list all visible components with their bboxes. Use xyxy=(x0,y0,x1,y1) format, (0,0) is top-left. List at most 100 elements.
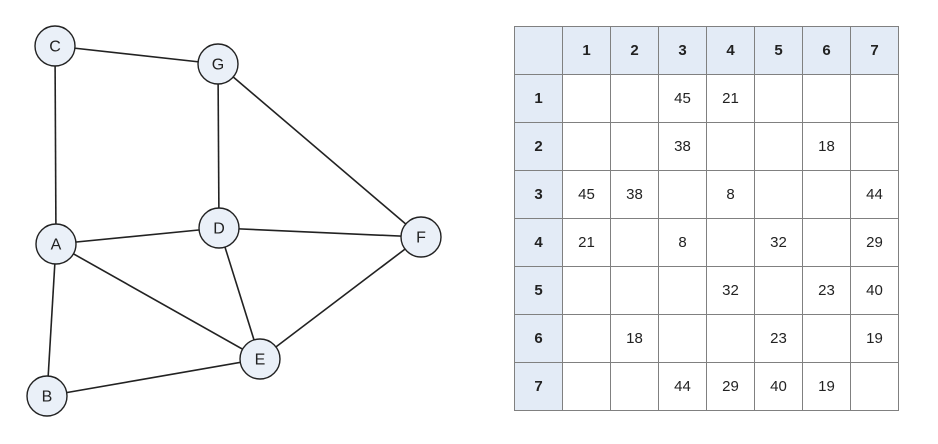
node-circle xyxy=(34,25,76,67)
matrix-column-header: 2 xyxy=(610,26,659,75)
matrix-cell xyxy=(754,266,803,315)
node-g: G xyxy=(197,43,239,85)
matrix-cell: 40 xyxy=(754,362,803,411)
matrix-cell xyxy=(562,314,611,363)
matrix-column-header: 3 xyxy=(658,26,707,75)
graph-diagram: A B C D E F G xyxy=(26,25,442,417)
matrix-cell xyxy=(802,314,851,363)
matrix-cell xyxy=(562,122,611,171)
matrix-cell xyxy=(658,266,707,315)
matrix-row-header: 3 xyxy=(514,170,563,219)
matrix-column-header: 6 xyxy=(802,26,851,75)
matrix-cell: 45 xyxy=(658,74,707,123)
matrix-cell: 21 xyxy=(562,218,611,267)
node-a: A xyxy=(35,223,77,265)
matrix-cell: 18 xyxy=(610,314,659,363)
node-label: E xyxy=(255,352,266,369)
node-circle xyxy=(400,216,442,258)
matrix-cell xyxy=(706,122,755,171)
matrix-row-header: 1 xyxy=(514,74,563,123)
node-c: C xyxy=(34,25,76,67)
matrix-row-header: 4 xyxy=(514,218,563,267)
matrix-cell: 19 xyxy=(850,314,899,363)
matrix-cell xyxy=(706,314,755,363)
matrix-cell xyxy=(562,266,611,315)
matrix-cell: 8 xyxy=(658,218,707,267)
matrix-cell: 23 xyxy=(754,314,803,363)
node-label: A xyxy=(51,237,62,254)
matrix-cell: 19 xyxy=(802,362,851,411)
edge-c-a xyxy=(54,45,57,245)
matrix-cell: 38 xyxy=(610,170,659,219)
matrix-cell: 44 xyxy=(850,170,899,219)
matrix-cell: 18 xyxy=(802,122,851,171)
matrix-row-header: 5 xyxy=(514,266,563,315)
matrix-corner-cell xyxy=(514,26,563,75)
node-circle xyxy=(35,223,77,265)
matrix-row: 6 18 23 19 xyxy=(514,314,899,363)
node-d: D xyxy=(198,207,240,249)
node-label: D xyxy=(213,221,225,238)
matrix-cell: 8 xyxy=(706,170,755,219)
matrix-cell xyxy=(754,122,803,171)
matrix-cell xyxy=(610,122,659,171)
matrix-cell: 40 xyxy=(850,266,899,315)
matrix-cell: 23 xyxy=(802,266,851,315)
matrix-cell: 45 xyxy=(562,170,611,219)
node-circle xyxy=(26,375,68,417)
edge-d-e xyxy=(218,227,261,360)
node-layer: A B C D E F G xyxy=(26,25,442,417)
matrix-cell xyxy=(754,74,803,123)
matrix-cell xyxy=(610,74,659,123)
edge-a-d xyxy=(55,227,220,245)
edge-layer xyxy=(46,45,422,397)
node-label: G xyxy=(212,57,224,74)
matrix-cell: 32 xyxy=(706,266,755,315)
edge-b-e xyxy=(46,358,261,397)
matrix-cell: 29 xyxy=(706,362,755,411)
matrix-cell xyxy=(562,362,611,411)
node-circle xyxy=(197,43,239,85)
matrix-cell xyxy=(610,218,659,267)
edge-g-d xyxy=(217,63,220,229)
edge-g-f xyxy=(217,63,422,238)
node-label: F xyxy=(416,230,426,247)
matrix-column-header: 5 xyxy=(754,26,803,75)
edge-a-b xyxy=(46,243,57,397)
node-circle xyxy=(239,338,281,380)
node-label: B xyxy=(42,389,53,406)
matrix-cell xyxy=(658,314,707,363)
matrix-cell xyxy=(802,218,851,267)
matrix-row-header: 2 xyxy=(514,122,563,171)
matrix-column-header: 7 xyxy=(850,26,899,75)
edge-e-f xyxy=(259,236,422,360)
matrix-cell xyxy=(802,74,851,123)
matrix-row-header: 6 xyxy=(514,314,563,363)
matrix-cell xyxy=(802,170,851,219)
matrix-cell: 32 xyxy=(754,218,803,267)
matrix-cell xyxy=(850,122,899,171)
matrix-cell: 38 xyxy=(658,122,707,171)
edge-d-f xyxy=(218,227,422,238)
edge-c-g xyxy=(54,45,219,65)
matrix-row: 2 38 18 xyxy=(514,122,899,171)
matrix-cell: 29 xyxy=(850,218,899,267)
matrix-cell xyxy=(610,362,659,411)
matrix-cell xyxy=(754,170,803,219)
node-b: B xyxy=(26,375,68,417)
matrix-cell xyxy=(562,74,611,123)
matrix-cell: 21 xyxy=(706,74,755,123)
matrix-cell xyxy=(658,170,707,219)
matrix-column-header: 4 xyxy=(706,26,755,75)
matrix-row-header: 7 xyxy=(514,362,563,411)
matrix-cell xyxy=(850,362,899,411)
matrix-cell xyxy=(850,74,899,123)
matrix-cell: 44 xyxy=(658,362,707,411)
